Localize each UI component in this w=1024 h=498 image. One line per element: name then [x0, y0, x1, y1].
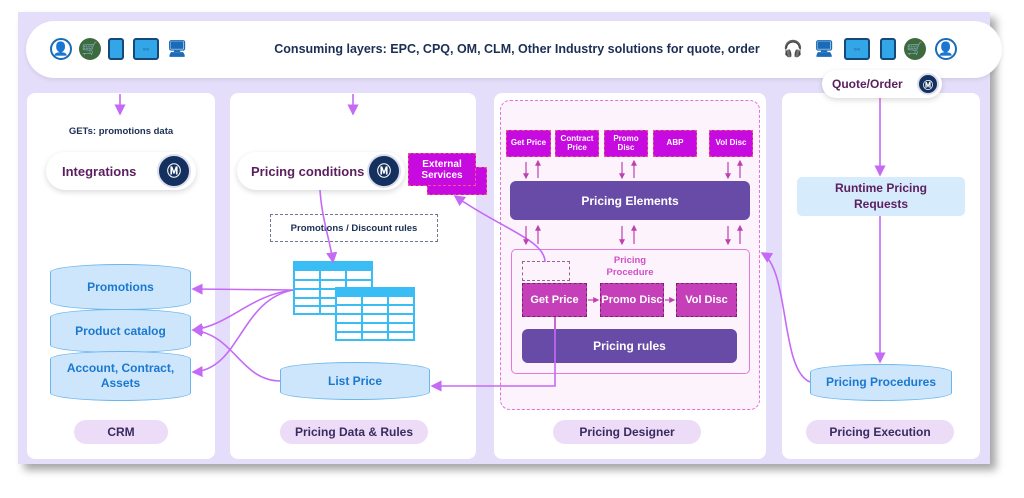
- rules-tables-icon: [293, 261, 415, 341]
- mobile-icon: [880, 38, 896, 60]
- element-contract-price: Contract Price: [555, 130, 599, 157]
- element-vol-disc: Vol Disc: [709, 130, 753, 157]
- db-list-price: List Price: [280, 362, 430, 400]
- header-title: Consuming layers: EPC, CPQ, OM, CLM, Oth…: [274, 42, 760, 56]
- pricing-rules-bar: Pricing rules: [522, 329, 737, 363]
- arrow-tables-to-promotions: [191, 283, 294, 295]
- bot-icon: ◦◦: [133, 38, 159, 60]
- mobile-icon: [108, 38, 124, 60]
- cart-icon: 🛒: [904, 38, 926, 60]
- integrations-label: Integrations: [62, 163, 137, 179]
- runtime-pricing-requests: Runtime Pricing Requests: [797, 177, 965, 216]
- gets-text: GETs: promotions data: [68, 126, 174, 137]
- element-get-price: Get Price: [506, 130, 551, 157]
- mulesoft-icon: Ⓜ: [367, 154, 401, 188]
- pricing-procedure-box: [511, 249, 750, 374]
- user-icon: 👤: [935, 38, 957, 60]
- crm-label: CRM: [74, 420, 168, 444]
- element-promo-disc: Promo Disc: [604, 130, 648, 157]
- db-product-catalog: Product catalog: [50, 309, 191, 353]
- pricing-procedure-title: Pricing Procedure: [606, 255, 654, 279]
- consuming-layers-bar: [26, 21, 1002, 78]
- arrow-procedures-to-designer: [760, 252, 811, 383]
- element-abp: ABP: [653, 130, 697, 157]
- arrow-conditions-to-tables: [319, 189, 338, 264]
- pricing-execution-label: Pricing Execution: [806, 420, 954, 444]
- promotions-discount-rules-box: Promotions / Discount rules: [270, 214, 438, 242]
- arrow-getprice-to-listprice: [430, 317, 556, 392]
- step-get-price: Get Price: [522, 283, 587, 317]
- step-vol-disc: Vol Disc: [676, 283, 737, 317]
- cart-icon: 🛒: [79, 38, 101, 60]
- pricing-conditions-label: Pricing conditions: [251, 163, 365, 179]
- mulesoft-icon: Ⓜ: [157, 154, 191, 188]
- placeholder-box: [522, 261, 570, 281]
- headset-icon: 🎧: [783, 41, 803, 58]
- bot-icon: ◦◦: [844, 38, 870, 60]
- pricing-elements-bar: Pricing Elements: [510, 181, 750, 220]
- arrow-tables-to-account: [191, 289, 294, 378]
- db-pricing-procedures: Pricing Procedures: [810, 364, 952, 401]
- arrow-tables-to-catalog: [191, 289, 294, 335]
- step-promo-disc: Promo Disc: [600, 283, 664, 317]
- quote-order-label: Quote/Order: [832, 77, 903, 91]
- desktop-devices-icon: 🖥: [813, 41, 835, 58]
- arrow-listprice-to-catalog: [191, 325, 281, 382]
- db-account-contract-assets: Account, Contract, Assets: [50, 351, 191, 401]
- user-icon: 👤: [50, 38, 72, 60]
- arrow-to-external-services: [453, 195, 546, 263]
- pricing-data-rules-label: Pricing Data & Rules: [280, 420, 428, 444]
- mulesoft-icon: Ⓜ: [917, 73, 939, 95]
- desktop-devices-icon: 🖥: [166, 41, 188, 58]
- external-services-box: External Services: [408, 153, 476, 186]
- pricing-designer-label: Pricing Designer: [553, 420, 701, 444]
